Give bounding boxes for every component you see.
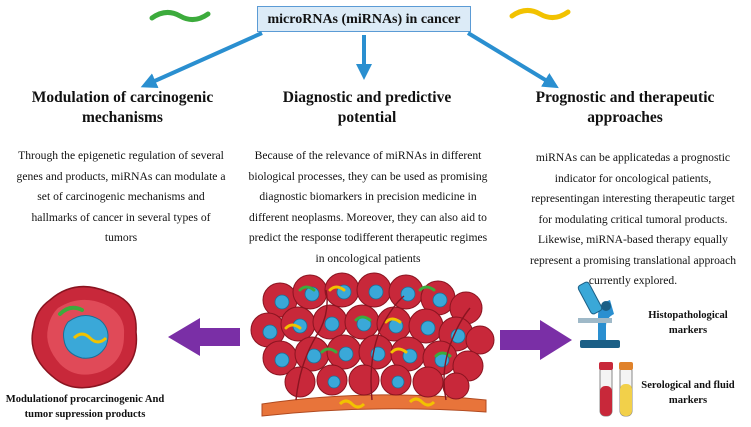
text-carcinogenic-mechanisms: Through the epigenetic regulation of sev… bbox=[16, 149, 226, 244]
label-modulation-products: Modulationof procarcinogenic And tumor s… bbox=[5, 394, 165, 420]
mirna-green-squiggle bbox=[149, 10, 211, 22]
blood-tube-icon bbox=[599, 362, 613, 417]
arrow-right-purple bbox=[500, 320, 572, 360]
text-prognostic-approaches: miRNAs can be applicatedas a prognostic … bbox=[529, 151, 737, 287]
tumor-cell-icon bbox=[31, 285, 138, 389]
tumor-tissue-icon bbox=[250, 272, 495, 417]
label-serological-markers: Serological and fluid markers bbox=[641, 380, 735, 406]
microscope-icon bbox=[577, 281, 620, 348]
fluid-tube-icon bbox=[619, 362, 633, 417]
label-histopathological-markers: Histopathological markers bbox=[648, 310, 728, 336]
arrow-left-blue bbox=[140, 31, 263, 89]
mirna-yellow-squiggle bbox=[509, 8, 571, 20]
heading-carcinogenic-mechanisms: Modulation of carcinogenic mechanisms bbox=[31, 89, 214, 126]
text-diagnostic-potential: Because of the relevance of miRNAs in di… bbox=[248, 149, 488, 265]
diagram-title: microRNAs (miRNAs) in cancer bbox=[257, 6, 471, 32]
heading-diagnostic-potential: Diagnostic and predictive potential bbox=[282, 89, 452, 126]
arrow-left-purple bbox=[168, 318, 240, 356]
arrow-right-blue bbox=[466, 31, 559, 89]
heading-prognostic-approaches: Prognostic and therapeutic approaches bbox=[535, 89, 715, 126]
